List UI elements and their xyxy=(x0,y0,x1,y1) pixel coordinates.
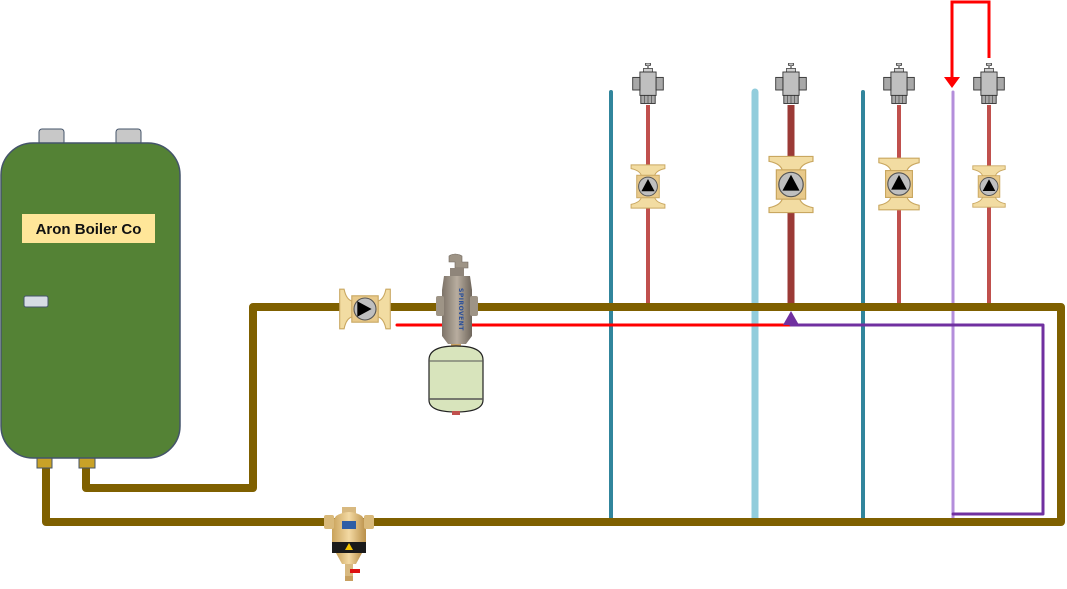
zone-1-pump-icon xyxy=(630,164,666,209)
red-arrow-head-icon xyxy=(944,77,960,88)
expansion-tank-icon xyxy=(428,345,484,415)
purple-flow-line xyxy=(789,323,1045,516)
dirt-separator-icon xyxy=(324,507,374,581)
zone-4-pump-icon xyxy=(972,165,1006,208)
boiler-display-icon xyxy=(23,295,49,308)
red-top-arrow xyxy=(950,0,991,78)
primary-loop xyxy=(42,303,1065,526)
zone-2-valve-icon xyxy=(775,63,807,104)
zone-supply-branches xyxy=(646,105,991,305)
zone-4-valve-icon xyxy=(973,63,1005,104)
boiler-supply-pipe xyxy=(42,303,1065,526)
zone-1-valve-icon xyxy=(632,63,664,104)
boiler: Aron Boiler Co xyxy=(0,128,181,469)
boiler-label: Aron Boiler Co xyxy=(36,221,142,238)
zone-3-valve-icon xyxy=(883,63,915,104)
boiler-label-bg xyxy=(22,214,155,243)
primary-pump-icon xyxy=(339,288,391,330)
purple-flow-arrow-icon xyxy=(783,311,799,325)
zone-3-pump-icon xyxy=(878,157,920,211)
air-separator-icon: SPIROVENT xyxy=(436,253,478,349)
zone-2-pump-icon xyxy=(768,155,814,214)
air-separator-label: SPIROVENT xyxy=(457,288,464,331)
